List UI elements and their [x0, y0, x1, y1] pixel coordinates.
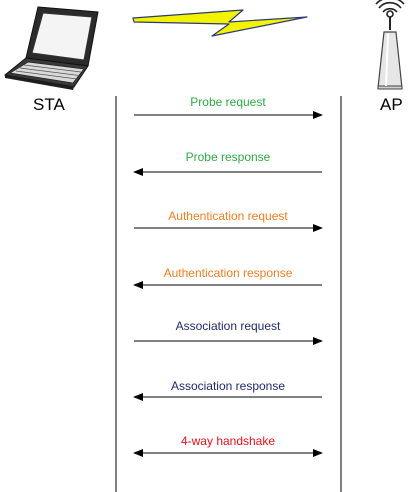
message-label-4-way-handshake: 4-way handshake [180, 434, 276, 448]
message-label-authentication-response: Authentication response [163, 266, 293, 280]
wireless-antenna-icon [375, 0, 405, 90]
message-arrows [133, 111, 323, 457]
laptop-icon [3, 6, 99, 90]
ap-label: AP [380, 95, 403, 114]
message-label-authentication-request: Authentication request [168, 209, 288, 223]
message-label-association-response: Association response [170, 379, 286, 393]
message-label-probe-request: Probe request [190, 95, 266, 109]
lightning-bolt-icon [132, 9, 308, 37]
message-label-probe-response: Probe response [185, 150, 271, 164]
sta-label: STA [33, 95, 65, 114]
message-label-association-request: Association request [175, 319, 281, 333]
